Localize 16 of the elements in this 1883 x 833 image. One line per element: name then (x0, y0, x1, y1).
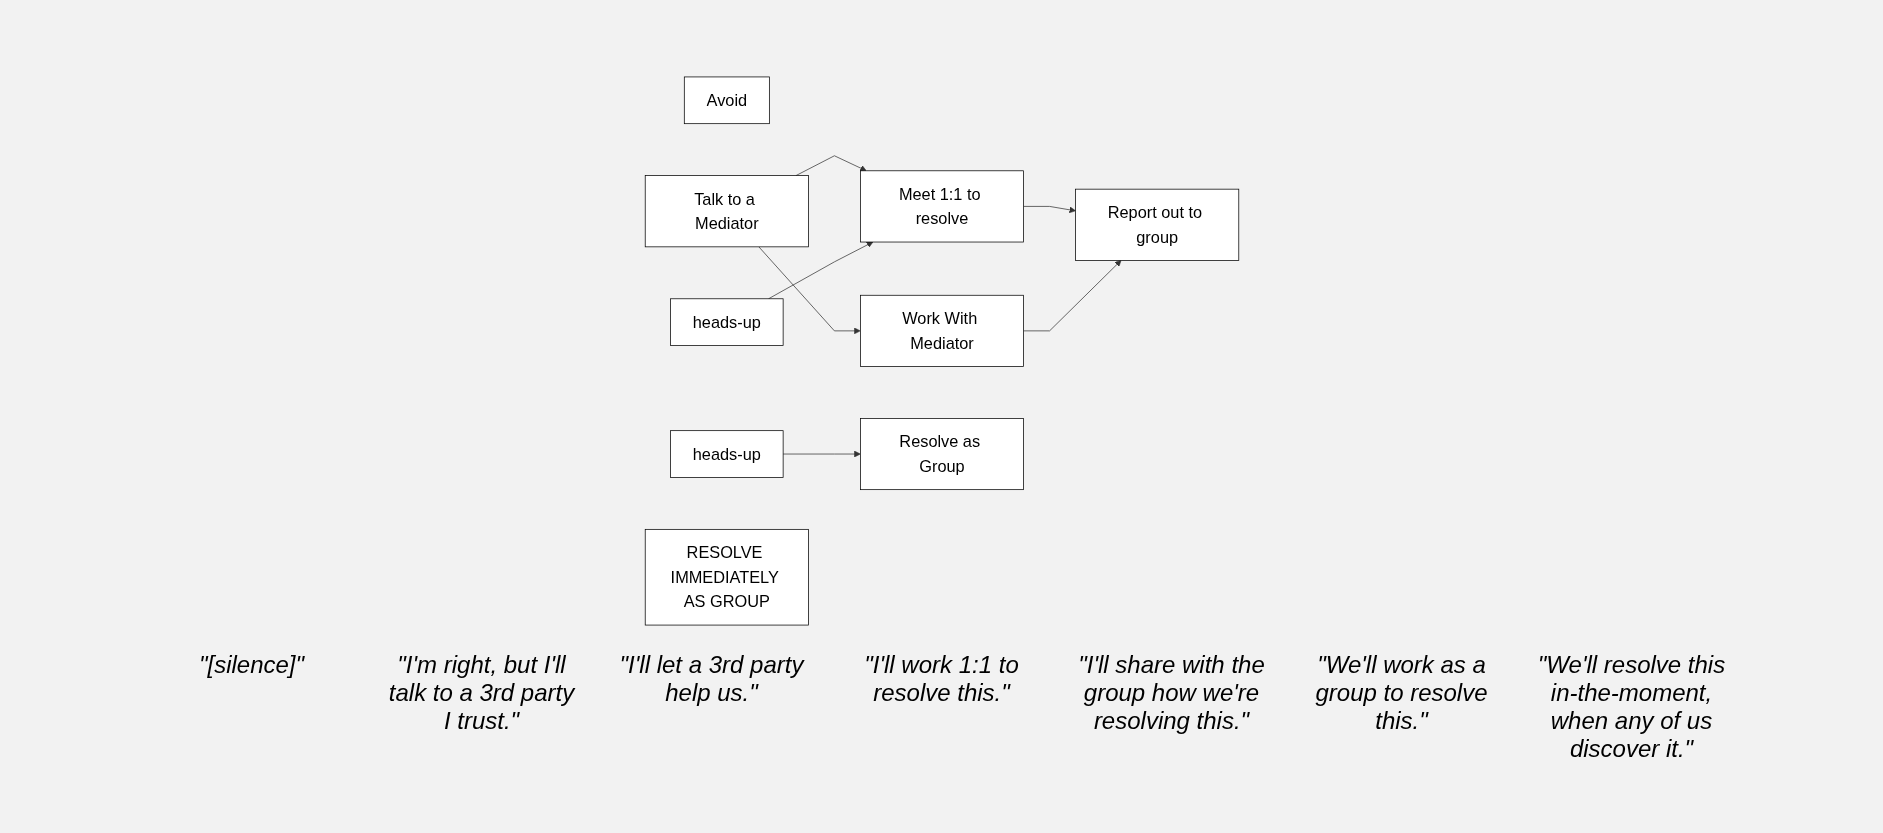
quote-text: "[silence]" (197, 650, 306, 680)
node-box: RESOLVE IMMEDIATELY AS GROUP (644, 528, 809, 625)
node-box: heads-up (669, 429, 783, 478)
node-box: Work With Mediator (859, 294, 1024, 367)
quote-text: "I'll let a 3rd party help us." (618, 650, 806, 708)
quote-text: "I'll share with the group how we're resolving this." (1077, 650, 1266, 736)
quote-text: "I'm right, but I'll talk to a 3rd party I trust." (387, 650, 577, 736)
quote-text: "I'll work 1:1 to resolve this." (863, 650, 1020, 708)
quote-text: "We'll work as a group to resolve this." (1314, 650, 1489, 736)
node-box: heads-up (669, 297, 783, 346)
node-box: Meet 1:1 to resolve (859, 169, 1024, 242)
node-box: Avoid (683, 76, 770, 124)
quote-text: "We'll resolve this in-the-moment, when any of us discover it." (1536, 650, 1727, 763)
node-box: Talk to a Mediator (644, 174, 809, 247)
node-box: Report out to group (1074, 188, 1239, 261)
node-box: Resolve as Group (859, 417, 1024, 490)
